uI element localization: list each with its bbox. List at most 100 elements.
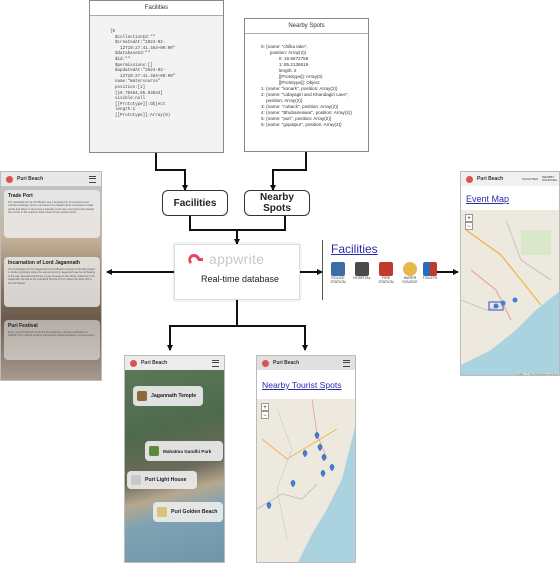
toilets-icon bbox=[423, 262, 437, 276]
left-phone-screen: Puri Beach Trade Port The Jamkhadi port … bbox=[0, 171, 102, 381]
appwrite-logo-icon bbox=[188, 254, 203, 264]
spot-puri-light-house[interactable]: Puri Light House bbox=[127, 471, 197, 489]
map-pin-icon[interactable] bbox=[317, 443, 323, 452]
nearby-code-line: 2: {name: "Udayagiri and Khandagiri cave… bbox=[261, 92, 349, 97]
arrow-nodes-join bbox=[189, 216, 286, 231]
nearby-code-line: 0: 19.5672756 bbox=[261, 56, 309, 61]
card-puri-festival[interactable]: Puri Festival Every year Puri Beach host… bbox=[4, 320, 100, 360]
nearby-code-line: 6: {name: "gopalpur", position: Array(2)… bbox=[261, 122, 342, 127]
nearby-tourist-title: Nearby Tourist Spots bbox=[262, 380, 342, 390]
bottom-logo-icon bbox=[130, 359, 137, 367]
nearby-code-line: 1: 85.2138619 bbox=[261, 62, 309, 67]
facility-toilets-label: TOILETS bbox=[422, 276, 438, 280]
facilities-code-title: Facilities bbox=[90, 1, 223, 16]
map-pin-icon[interactable] bbox=[329, 463, 335, 472]
bottom-phone-header: Puri Beach bbox=[125, 356, 224, 370]
nearby-code-line: position: Array(2)} bbox=[261, 98, 303, 103]
facilities-node-label: Facilities bbox=[173, 197, 217, 209]
nearby-menu-icon[interactable] bbox=[343, 359, 350, 367]
arrow-nearby-code-to-node bbox=[270, 152, 307, 191]
facility-police-label: POLICE STATION bbox=[330, 276, 346, 285]
nearby-map-graphic bbox=[257, 399, 355, 562]
facilities-code-line: 12T10:27:41.464+00:00" bbox=[110, 74, 176, 79]
facility-water[interactable]: WATER SOURCE bbox=[399, 262, 421, 284]
spot-gandhi-label: Mahatma Gandhi Park bbox=[163, 448, 212, 454]
arrow-facilities-code-to-node bbox=[155, 152, 188, 191]
water-source-icon bbox=[403, 262, 417, 276]
card-trade-port[interactable]: Trade Port The Jamkhadi port at Puri Bea… bbox=[4, 190, 100, 238]
facility-police[interactable]: POLICE STATION bbox=[327, 262, 349, 284]
event-map-graphic bbox=[461, 219, 559, 375]
nearby-code-line: 3: {name: "cuttack", position: Array(2)} bbox=[261, 104, 339, 109]
facilities-code-line: $permissions:[] bbox=[110, 63, 153, 68]
nearby-code-line: position: Array(2)} bbox=[261, 50, 307, 55]
realtime-database-box: appwrite Real-time database bbox=[174, 244, 300, 300]
nearby-spots-node: Nearby Spots bbox=[244, 190, 310, 216]
nearby-code-title: Nearby Spots bbox=[245, 19, 368, 34]
card-incarnation-text: The incarnation of Lord Jagannath at Pur… bbox=[8, 268, 95, 285]
nearby-code-line: 1: {name: "konark", position: Array(2)} bbox=[261, 86, 338, 91]
facilities-code-line: $createdAt:"2024-02- bbox=[110, 41, 166, 46]
card-incarnation[interactable]: Incarnation of Lord Jagannath The incarn… bbox=[4, 257, 100, 307]
facility-water-label: WATER SOURCE bbox=[402, 276, 418, 285]
arrow-db-down bbox=[167, 300, 238, 351]
card-puri-festival-text: Every year Puri Beach hosts the Puri Fes… bbox=[8, 331, 96, 338]
left-phone-title: Puri Beach bbox=[17, 176, 44, 182]
nearby-code-line: 0: {name: "chilka lake", bbox=[261, 44, 308, 49]
bottom-menu-icon[interactable] bbox=[212, 359, 219, 367]
facilities-code-line: 12T10:27:41.464+00:00" bbox=[110, 46, 176, 51]
map-pin-icon[interactable] bbox=[290, 479, 296, 488]
facilities-code-line: visible:null bbox=[110, 97, 146, 102]
facilities-node: Facilities bbox=[162, 190, 228, 216]
map-pin-icon[interactable] bbox=[302, 449, 308, 458]
event-logo-icon bbox=[466, 175, 473, 183]
facilities-code-line: [[Prototype]]:Object bbox=[110, 102, 166, 107]
nearby-code-line: 4: {name: "Bhubaneswar", position: Array… bbox=[261, 110, 352, 115]
nearby-code-line: [[Prototype]]: Array(0) bbox=[261, 74, 323, 79]
fire-station-icon bbox=[379, 262, 393, 276]
spot-jagannath-label: Jagannath Temple bbox=[151, 393, 197, 399]
card-puri-festival-title: Puri Festival bbox=[8, 323, 38, 329]
facilities-panel-title[interactable]: Facilities bbox=[331, 242, 378, 256]
nearby-code-line: [[Prototype]]: Object bbox=[261, 80, 320, 85]
facilities-code-box: Facilities {0 $collectionId:"" $createdA… bbox=[89, 0, 224, 153]
card-trade-port-text: The Jamkhadi port at Puri Beach was a bu… bbox=[8, 201, 94, 215]
facility-hospital[interactable]: HOSPITAL bbox=[351, 262, 373, 280]
event-zoom-out-button[interactable]: − bbox=[465, 222, 473, 230]
event-phone-title: Puri Beach bbox=[477, 176, 504, 182]
nearby-node-line1: Nearby bbox=[260, 192, 294, 203]
facilities-code-line: length:1 bbox=[110, 108, 136, 113]
facilities-code-line: position:[2] bbox=[110, 85, 146, 90]
spot-puri-golden-beach[interactable]: Puri Golden Beach bbox=[153, 502, 223, 522]
event-zoom-in-button[interactable]: + bbox=[465, 214, 473, 222]
facilities-code-line: $databaseId:"" bbox=[110, 52, 151, 57]
spot-mahatma-gandhi-park[interactable]: Mahatma Gandhi Park bbox=[145, 441, 223, 461]
map-pin-icon[interactable] bbox=[320, 469, 326, 478]
facility-fire[interactable]: FIRE STATION bbox=[375, 262, 397, 284]
bottom-phone-title: Puri Beach bbox=[141, 360, 168, 366]
event-map-attribution: Leaflet | © OpenStreetMap contributors bbox=[516, 373, 560, 376]
nearby-zoom-in-button[interactable]: + bbox=[261, 403, 269, 411]
map-pin-icon[interactable] bbox=[321, 453, 327, 462]
temple-icon bbox=[137, 391, 147, 401]
event-map[interactable]: + − Leaflet | © OpenStreetMap contributo… bbox=[461, 210, 560, 376]
event-phone-header: Puri Beach FACILITIES NEARBY SOURCES bbox=[461, 172, 559, 186]
map-pin-icon[interactable] bbox=[314, 431, 320, 440]
nearby-phone-screen: Puri Beach Nearby Tourist Spots + − bbox=[256, 355, 356, 563]
hospital-icon bbox=[355, 262, 369, 276]
event-nav-facilities[interactable]: FACILITIES bbox=[522, 177, 538, 181]
facility-toilets[interactable]: TOILETS bbox=[421, 262, 439, 280]
map-pin-icon[interactable] bbox=[266, 501, 272, 510]
lighthouse-icon bbox=[131, 475, 141, 485]
event-nav-nearby[interactable]: NEARBY SOURCES bbox=[542, 174, 557, 182]
nearby-map[interactable]: + − bbox=[257, 399, 355, 562]
facilities-code-body: {0 $collectionId:"" $createdAt:"2024-02-… bbox=[90, 16, 223, 152]
left-menu-icon[interactable] bbox=[89, 175, 96, 183]
facilities-code-line: name:"Watersource" bbox=[110, 80, 161, 85]
facilities-panel: Facilities POLICE STATION HOSPITAL FIRE … bbox=[322, 240, 437, 300]
nearby-code-body: 0: {name: "chilka lake", position: Array… bbox=[245, 34, 368, 151]
spot-jagannath-temple[interactable]: Jagannath Temple bbox=[133, 386, 203, 406]
park-icon bbox=[149, 446, 159, 456]
facilities-code-line: [[Prototype]]:Array(0) bbox=[110, 113, 171, 118]
nearby-zoom-out-button[interactable]: − bbox=[261, 411, 269, 419]
